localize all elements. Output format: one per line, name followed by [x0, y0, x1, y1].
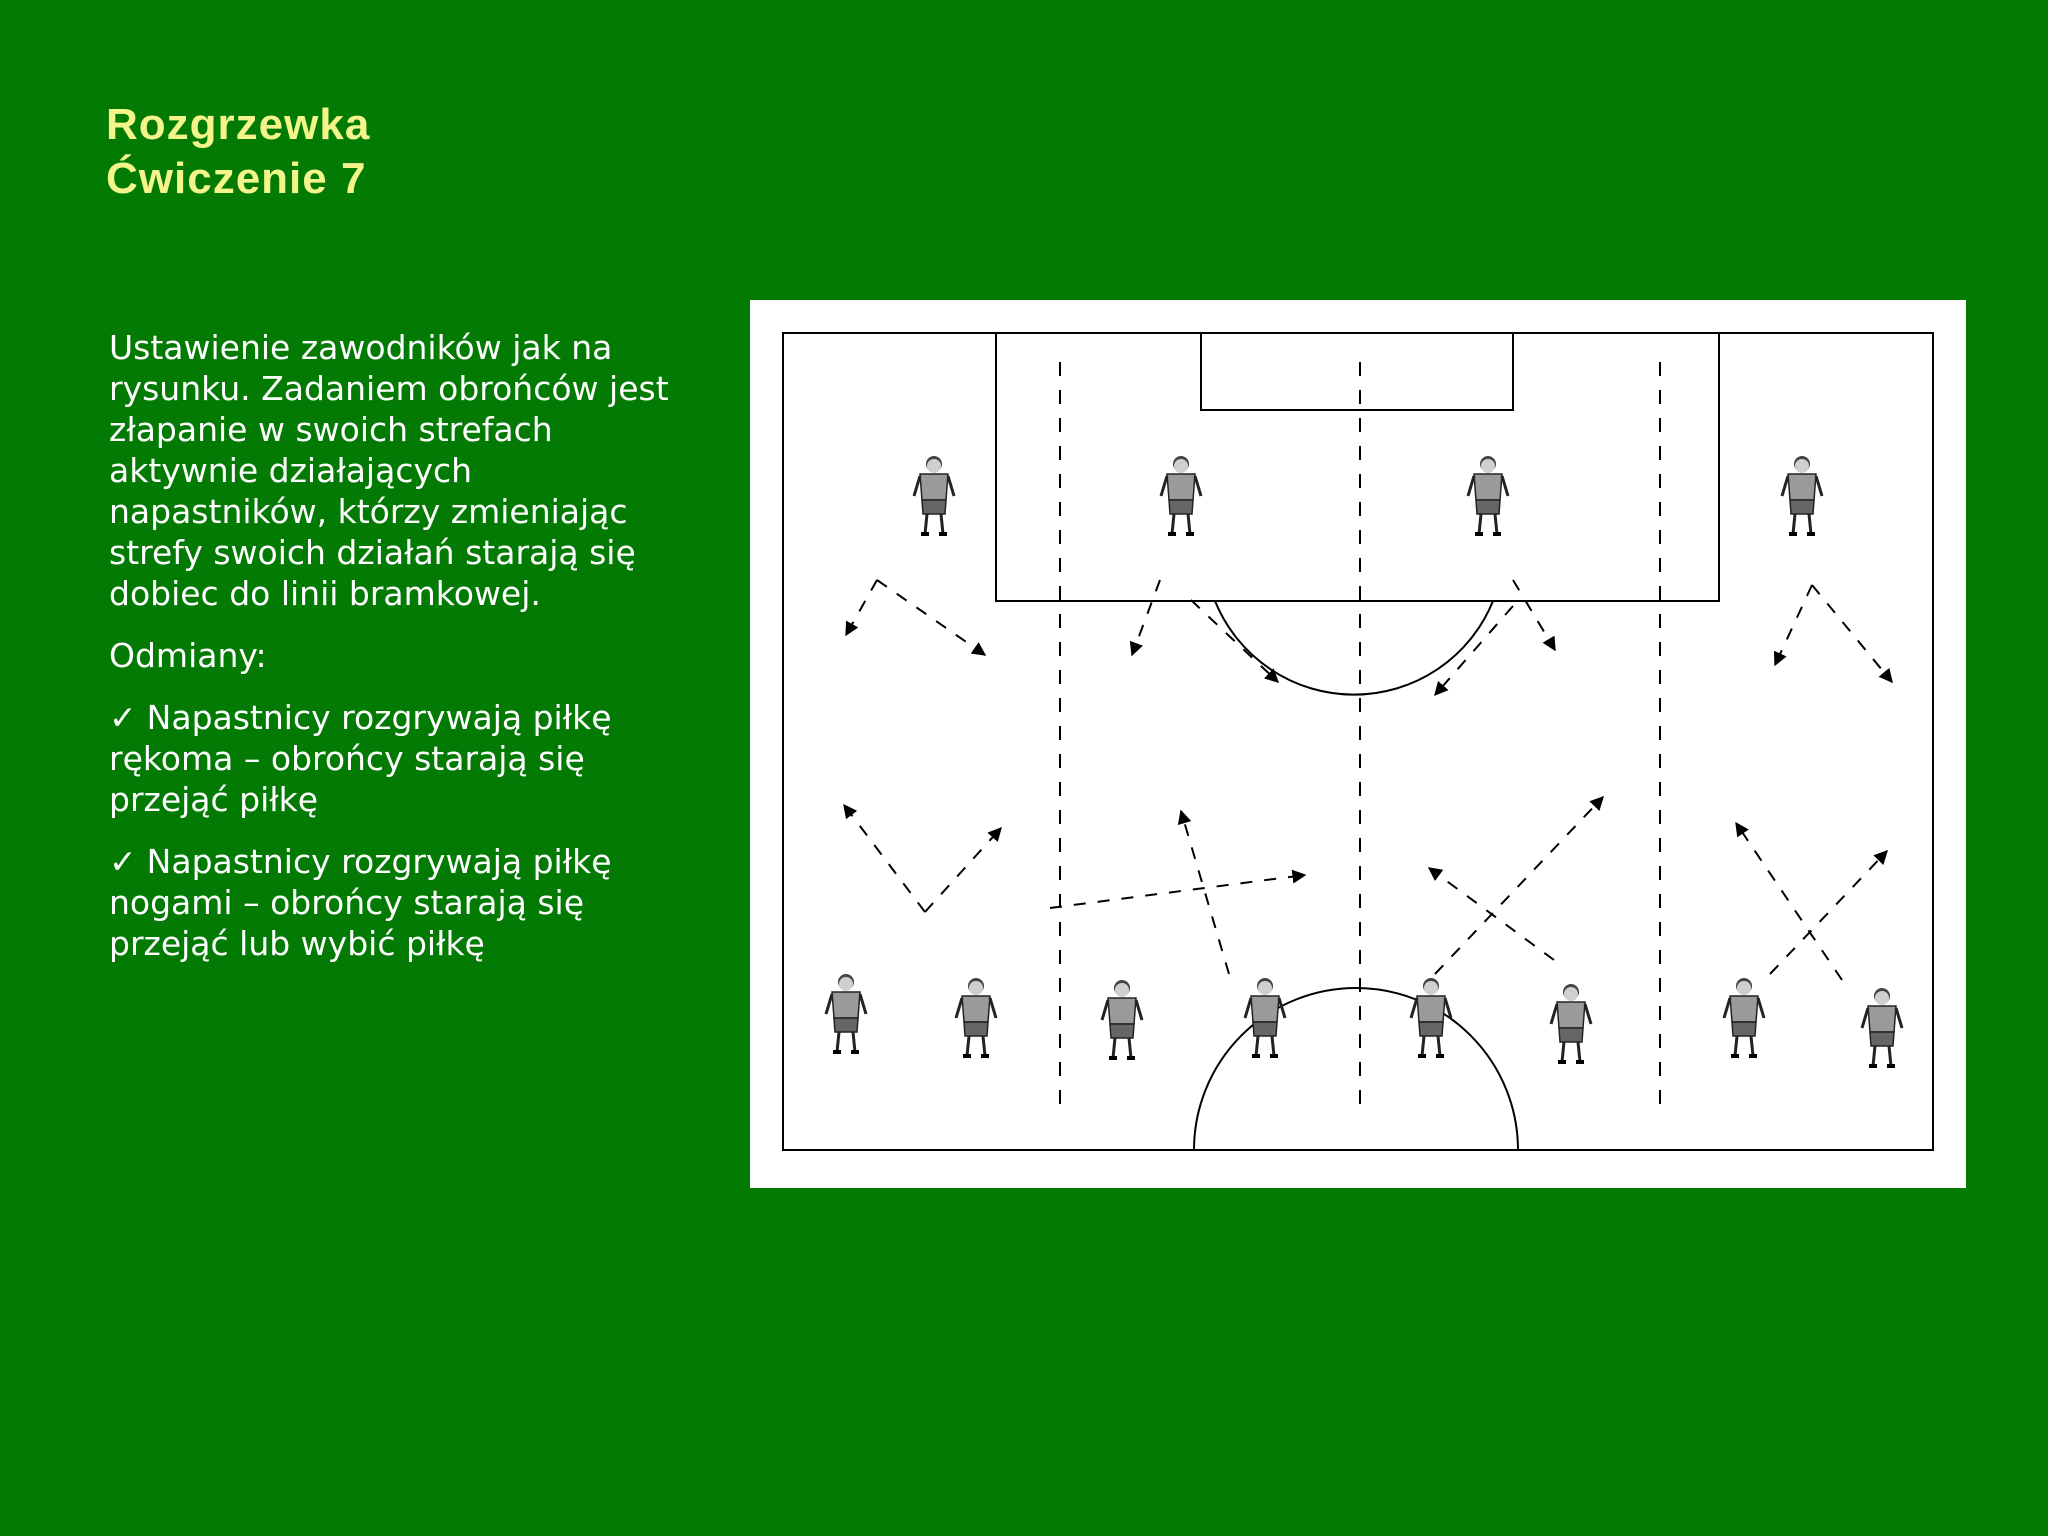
variant-text: Napastnicy rozgrywają piłkę rękoma – obr…: [109, 698, 612, 819]
variant-item: ✓Napastnicy rozgrywają piłkę nogami – ob…: [109, 841, 689, 964]
defender-player: [912, 454, 956, 536]
movement-arrow: [1512, 579, 1556, 652]
movement-arrow: [924, 826, 1002, 913]
movement-arrow: [876, 579, 987, 656]
players: [824, 454, 1904, 1068]
check-icon: ✓: [109, 698, 137, 737]
movement-arrow: [845, 579, 878, 637]
penalty-area: [995, 332, 1720, 602]
attacker-player: [954, 976, 998, 1058]
zone-lines: [1059, 362, 1661, 1110]
pitch-diagram: [750, 300, 1966, 1188]
attacker-player: [1722, 976, 1766, 1058]
movement-arrow: [1129, 579, 1161, 657]
movement-arrow: [1769, 849, 1888, 975]
goal-area: [1200, 332, 1514, 411]
title-line-2: Ćwiczenie 7: [106, 154, 367, 203]
center-circle: [1193, 987, 1519, 1151]
attacker-player: [1409, 976, 1453, 1058]
movement-arrows: [843, 579, 1893, 981]
movement-arrow: [1811, 584, 1893, 684]
variant-item: ✓Napastnicy rozgrywają piłkę rękoma – ob…: [109, 697, 689, 820]
movement-arrow: [1177, 809, 1230, 975]
movement-arrow: [1735, 821, 1843, 981]
defender-player: [1780, 454, 1824, 536]
defender-player: [1159, 454, 1203, 536]
attacker-player: [824, 972, 868, 1054]
movement-arrow: [1434, 795, 1604, 975]
pitch-boundary: [782, 332, 1934, 1151]
movement-arrow: [1434, 605, 1514, 697]
penalty-arc: [1214, 600, 1494, 696]
attacker-player: [1100, 978, 1144, 1060]
attacker-player: [1860, 986, 1904, 1068]
check-icon: ✓: [109, 842, 137, 881]
movement-arrow: [1049, 869, 1307, 909]
variants-heading: Odmiany:: [109, 636, 267, 675]
defender-player: [1466, 454, 1510, 536]
pitch-lines: [782, 332, 1934, 1151]
variant-text: Napastnicy rozgrywają piłkę nogami – obr…: [109, 842, 612, 963]
title-line-1: Rozgrzewka: [106, 100, 371, 149]
attacker-player: [1243, 976, 1287, 1058]
movement-arrow: [843, 803, 926, 913]
pitch-svg: [782, 332, 1934, 1151]
movement-arrow: [1427, 867, 1555, 961]
slide-title: Rozgrzewka Ćwiczenie 7: [106, 98, 370, 206]
slide-body: Ustawienie zawodników jak na rysunku. Za…: [109, 327, 689, 985]
exercise-description: Ustawienie zawodników jak na rysunku. Za…: [109, 328, 669, 613]
movement-arrow: [1190, 599, 1280, 683]
attacker-player: [1549, 982, 1593, 1064]
movement-arrow: [1773, 584, 1813, 667]
